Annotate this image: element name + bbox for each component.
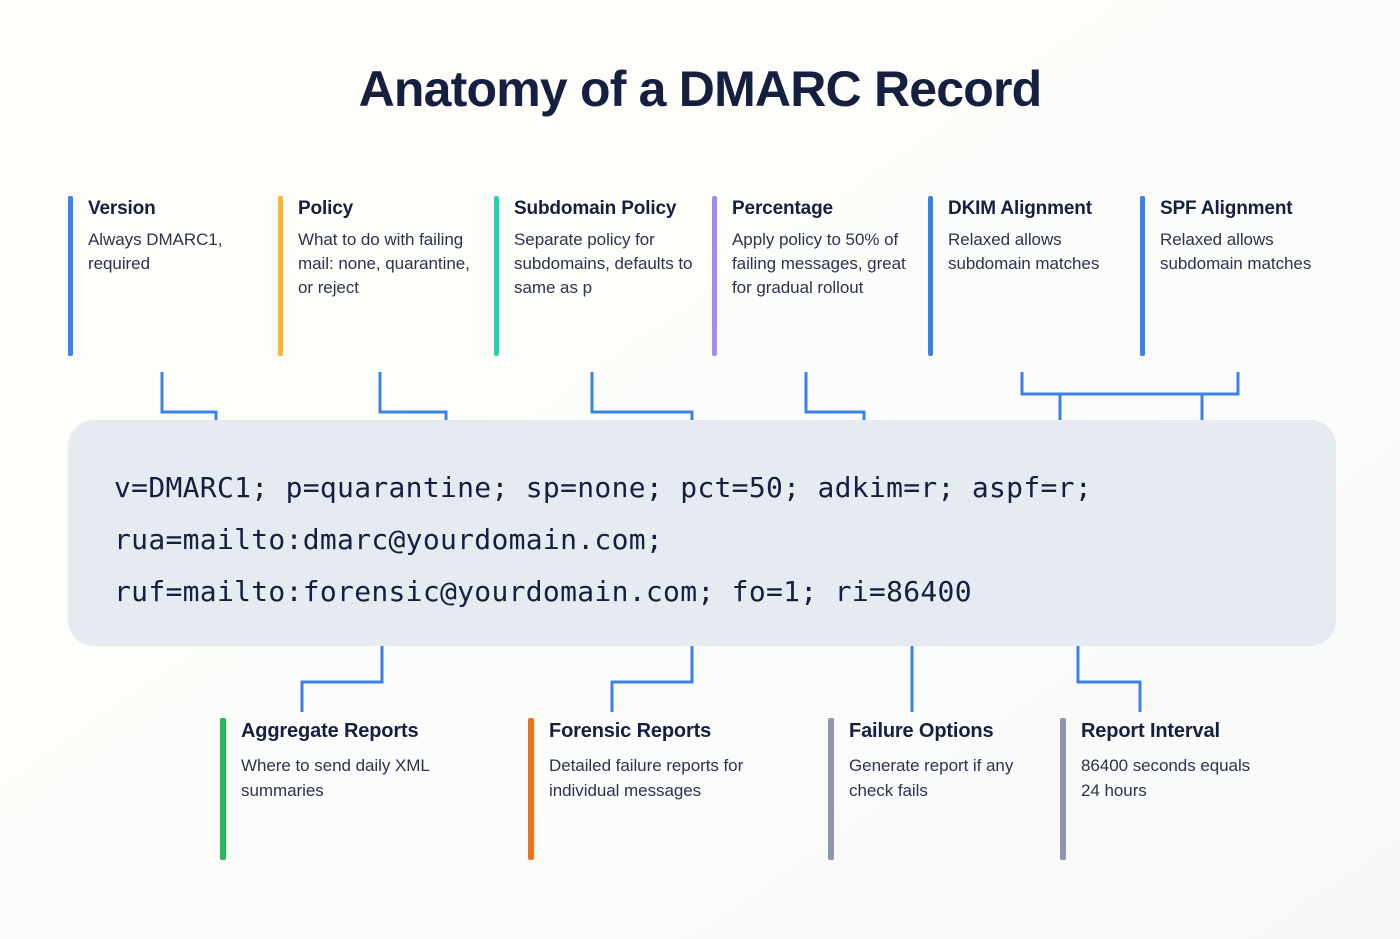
callout-title: Policy [298,198,354,219]
accent-bar-icon [528,718,534,860]
callout-description: Where to send daily XML summaries [241,756,430,800]
page-title: Anatomy of a DMARC Record [358,61,1043,117]
accent-bar-icon [494,196,499,356]
callout-title: Failure Options [849,720,994,742]
callout-description: Separate policy for subdomains, defaults… [514,230,693,298]
accent-bar-icon [68,196,73,356]
callout-description: Always DMARC1, required [88,230,223,274]
accent-bar-icon [928,196,933,356]
record-line-2: rua=mailto:dmarc@yourdomain.com; [114,523,664,556]
accent-bar-icon [1060,718,1066,860]
callout-description: What to do with failing mail: none, quar… [298,230,470,298]
dmarc-record-text: v=DMARC1; p=quarantine; sp=none; pct=50;… [114,462,1344,618]
callout-title: DKIM Alignment [948,198,1092,219]
callout-description: Detailed failure reports for individual … [549,756,744,800]
callout-description: Relaxed allows subdomain matches [1160,230,1312,274]
dmarc-record-panel [68,420,1336,646]
record-line-1: v=DMARC1; p=quarantine; sp=none; pct=50;… [114,471,1092,504]
connector-line [1020,372,1240,396]
callout-title: Percentage [732,198,833,219]
callout-title: SPF Alignment [1160,198,1293,219]
callout-description: Relaxed allows subdomain matches [948,230,1100,274]
callout-title: Forensic Reports [549,720,712,742]
accent-bar-icon [278,196,283,356]
accent-bar-icon [1140,196,1145,356]
callout-description: Apply policy to 50% of failing messages,… [732,230,906,298]
accent-bar-icon [220,718,226,860]
record-line-3: ruf=mailto:forensic@yourdomain.com; fo=1… [114,575,972,608]
callout-body: Report Interval 86400 seconds equals 24 h… [1081,718,1270,860]
callout-ri: Report Interval 86400 seconds equals 24 h… [1060,718,1270,860]
accent-bar-icon [712,196,717,356]
callout-description: 86400 seconds equals 24 hours [1081,756,1251,800]
callout-description: Generate report if any check fails [849,756,1014,800]
callout-title: Version [88,198,156,219]
callout-title: Report Interval [1081,720,1220,742]
callout-title: Aggregate Reports [241,720,419,742]
accent-bar-icon [828,718,834,860]
callout-title: Subdomain Policy [514,198,677,219]
